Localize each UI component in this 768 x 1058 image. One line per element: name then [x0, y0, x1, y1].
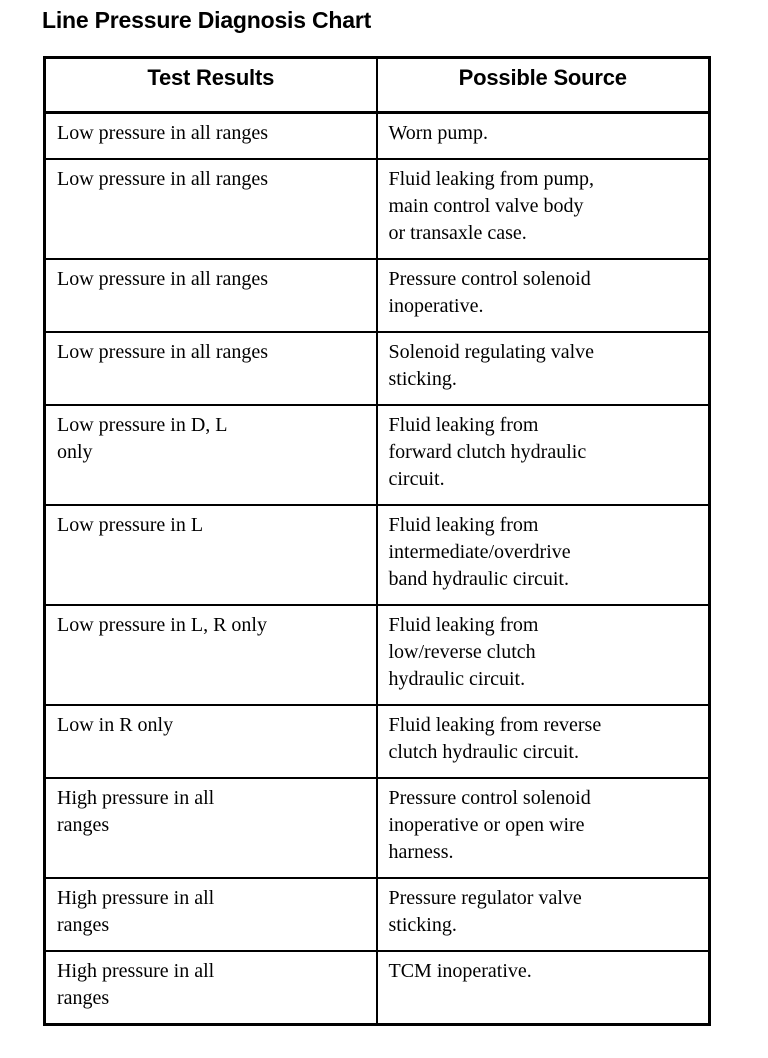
cell-line: forward clutch hydraulic: [388, 441, 587, 463]
table-row: Low pressure in all ranges Solenoid regul…: [43, 331, 711, 406]
cell-line: Fluid leaking from: [388, 414, 539, 436]
cell-line: Worn pump.: [388, 122, 489, 144]
cell-possible_source: TCM inoperative.: [375, 950, 711, 1026]
cell-line: only: [57, 441, 93, 463]
table-header: Test Results Possible Source: [43, 56, 711, 114]
cell-line: low/reverse clutch: [388, 641, 536, 663]
cell-test_results: Low pressure in D, L only: [43, 404, 378, 506]
table-row: High pressure in all ranges TCM inoperativ…: [43, 950, 711, 1026]
cell-line: main control valve body: [388, 195, 584, 217]
table-row: Low pressure in all ranges Fluid leaking …: [43, 158, 711, 260]
cell-line: Low pressure in L: [57, 514, 204, 536]
cell-test_results: Low in R only: [43, 704, 378, 779]
cell-possible_source: Pressure regulator valve sticking.: [375, 877, 711, 952]
table-row: Low pressure in L Fluid leaking from inter…: [43, 504, 711, 606]
cell-line: inoperative or open wire: [388, 814, 585, 836]
column-header-test-results: Test Results: [43, 56, 378, 114]
cell-line: Low in R only: [57, 714, 174, 736]
cell-test_results: Low pressure in all ranges: [43, 111, 378, 160]
cell-line: intermediate/overdrive: [388, 541, 571, 563]
cell-line: Fluid leaking from: [388, 514, 539, 536]
cell-line: High pressure in all: [57, 887, 215, 909]
cell-line: band hydraulic circuit.: [388, 568, 570, 590]
cell-line: ranges: [57, 914, 110, 936]
cell-line: Low pressure in all ranges: [57, 341, 269, 363]
cell-line: Pressure control solenoid: [388, 787, 591, 809]
cell-line: Low pressure in all ranges: [57, 122, 269, 144]
cell-line: High pressure in all: [57, 787, 215, 809]
cell-line: hydraulic circuit.: [388, 668, 526, 690]
cell-line: Pressure regulator valve: [388, 887, 582, 909]
cell-line: ranges: [57, 814, 110, 836]
table-row: Low pressure in all ranges Worn pump.: [43, 111, 711, 160]
cell-line: TCM inoperative.: [388, 960, 532, 982]
table-row: High pressure in all ranges Pressure contr…: [43, 777, 711, 879]
cell-line: sticking.: [388, 368, 457, 390]
cell-possible_source: Pressure control solenoid inoperative.: [375, 258, 711, 333]
cell-possible_source: Fluid leaking from pump, main control val…: [375, 158, 711, 260]
line-pressure-diagnosis-table: Test Results Possible Source Low pressur…: [43, 56, 711, 1026]
cell-line: Low pressure in D, L: [57, 414, 228, 436]
cell-test_results: High pressure in all ranges: [43, 777, 378, 879]
cell-possible_source: Fluid leaking from intermediate/overdrive…: [375, 504, 711, 606]
table-row: Low pressure in D, L only Fluid leaking fr…: [43, 404, 711, 506]
cell-possible_source: Fluid leaking from forward clutch hydraul…: [375, 404, 711, 506]
cell-line: Fluid leaking from pump,: [388, 168, 595, 190]
cell-line: clutch hydraulic circuit.: [388, 741, 579, 763]
table-row: Low pressure in all ranges Pressure contr…: [43, 258, 711, 333]
cell-test_results: Low pressure in L, R only: [43, 604, 378, 706]
cell-line: inoperative.: [388, 295, 484, 317]
cell-line: Low pressure in all ranges: [57, 168, 269, 190]
table-header-row: Test Results Possible Source: [43, 56, 711, 114]
cell-test_results: High pressure in all ranges: [43, 950, 378, 1026]
table-row: Low pressure in L, R only Fluid leaking f…: [43, 604, 711, 706]
cell-line: sticking.: [388, 914, 457, 936]
cell-possible_source: Fluid leaking from reverse clutch hydraul…: [375, 704, 711, 779]
cell-line: Fluid leaking from: [388, 614, 539, 636]
table-row: High pressure in all ranges Pressure regul…: [43, 877, 711, 952]
cell-line: Solenoid regulating valve: [388, 341, 595, 363]
cell-line: harness.: [388, 841, 454, 863]
cell-possible_source: Solenoid regulating valve sticking.: [375, 331, 711, 406]
cell-test_results: High pressure in all ranges: [43, 877, 378, 952]
cell-test_results: Low pressure in all ranges: [43, 258, 378, 333]
cell-test_results: Low pressure in all ranges: [43, 158, 378, 260]
cell-line: Pressure control solenoid: [388, 268, 591, 290]
cell-possible_source: Pressure control solenoid inoperative or …: [375, 777, 711, 879]
cell-line: circuit.: [388, 468, 445, 490]
cell-line: ranges: [57, 987, 110, 1009]
cell-line: or transaxle case.: [388, 222, 527, 244]
column-header-possible-source: Possible Source: [375, 56, 711, 114]
cell-possible_source: Worn pump.: [375, 111, 711, 160]
cell-possible_source: Fluid leaking from low/reverse clutch hydr…: [375, 604, 711, 706]
table-row: Low in R only Fluid leaking from reverse c…: [43, 704, 711, 779]
cell-line: Low pressure in L, R only: [57, 614, 267, 636]
cell-line: High pressure in all: [57, 960, 215, 982]
cell-line: Low pressure in all ranges: [57, 268, 269, 290]
cell-line: Fluid leaking from reverse: [388, 714, 602, 736]
page-title: Line Pressure Diagnosis Chart: [42, 7, 372, 33]
cell-test_results: Low pressure in L: [43, 504, 378, 606]
cell-test_results: Low pressure in all ranges: [43, 331, 378, 406]
